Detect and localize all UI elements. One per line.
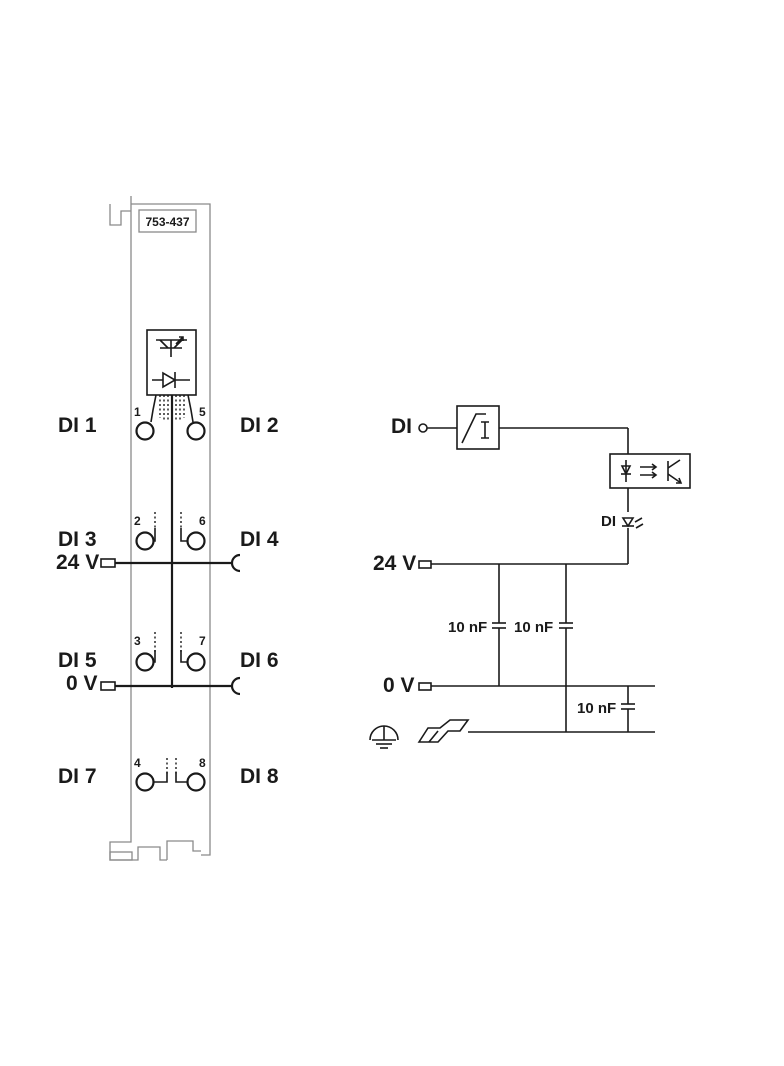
transistor-symbol-icon [156, 336, 187, 357]
part-number-label: 753-437 [138, 209, 197, 233]
opto-diode-icon [620, 460, 632, 482]
terminal-5[interactable]: 5 [186, 405, 207, 441]
svg-text:2: 2 [134, 514, 141, 528]
terminal-6[interactable]: 6 [180, 514, 206, 551]
supply-rail [100, 553, 241, 573]
label-di7: DI 7 [58, 765, 97, 788]
label-di5: DI 5 [58, 649, 97, 672]
svg-text:10 nF: 10 nF [448, 619, 487, 636]
capacitor-1: 10 nF [448, 564, 506, 686]
label-24v-left: 24 V [56, 551, 99, 574]
ground-rail [100, 676, 241, 696]
opto-transistor-icon [667, 459, 683, 484]
label-0v-left: 0 V [66, 672, 98, 695]
label-di-led: DI [601, 513, 616, 530]
label-di4: DI 4 [240, 528, 279, 551]
label-di8: DI 8 [240, 765, 279, 788]
svg-text:8: 8 [199, 756, 206, 770]
terminal-8[interactable]: 8 [175, 756, 206, 792]
opto-light-arrows-icon [640, 463, 658, 479]
terminal-4[interactable]: 4 [134, 756, 168, 792]
schematic-input: DI [391, 415, 457, 438]
svg-text:6: 6 [199, 514, 206, 528]
earth-ground-icon [369, 725, 399, 749]
label-di2: DI 2 [240, 414, 279, 437]
svg-text:3: 3 [134, 634, 141, 648]
label-0v-right: 0 V [383, 674, 415, 697]
svg-text:753-437: 753-437 [145, 215, 189, 229]
svg-text:10 nF: 10 nF [577, 700, 616, 717]
terminal-1[interactable]: 1 [134, 405, 155, 441]
status-led: DI [601, 513, 644, 530]
schematic-supply: 24 V [373, 552, 628, 575]
din-rail-icon [417, 719, 470, 743]
diode-symbol-icon [152, 371, 190, 389]
svg-text:5: 5 [199, 405, 206, 419]
label-di3: DI 3 [58, 528, 97, 551]
label-di-input: DI [391, 415, 412, 438]
filter-block [456, 405, 500, 450]
schematic-ground: 0 V [383, 674, 655, 697]
capacitor-2: 10 nF [514, 564, 573, 732]
internal-traces [150, 394, 194, 775]
label-24v-right: 24 V [373, 552, 416, 575]
label-di1: DI 1 [58, 414, 97, 437]
terminal-3[interactable]: 3 [134, 634, 156, 672]
label-di6: DI 6 [240, 649, 279, 672]
svg-text:4: 4 [134, 756, 141, 770]
svg-text:7: 7 [199, 634, 206, 648]
terminal-2[interactable]: 2 [134, 514, 156, 551]
optocoupler-block [609, 453, 691, 489]
module-housing [109, 196, 211, 861]
svg-text:10 nF: 10 nF [514, 619, 553, 636]
terminal-7[interactable]: 7 [180, 634, 206, 672]
capacitor-3: 10 nF [577, 686, 635, 732]
status-led-block [146, 329, 197, 396]
svg-text:1: 1 [134, 405, 141, 419]
